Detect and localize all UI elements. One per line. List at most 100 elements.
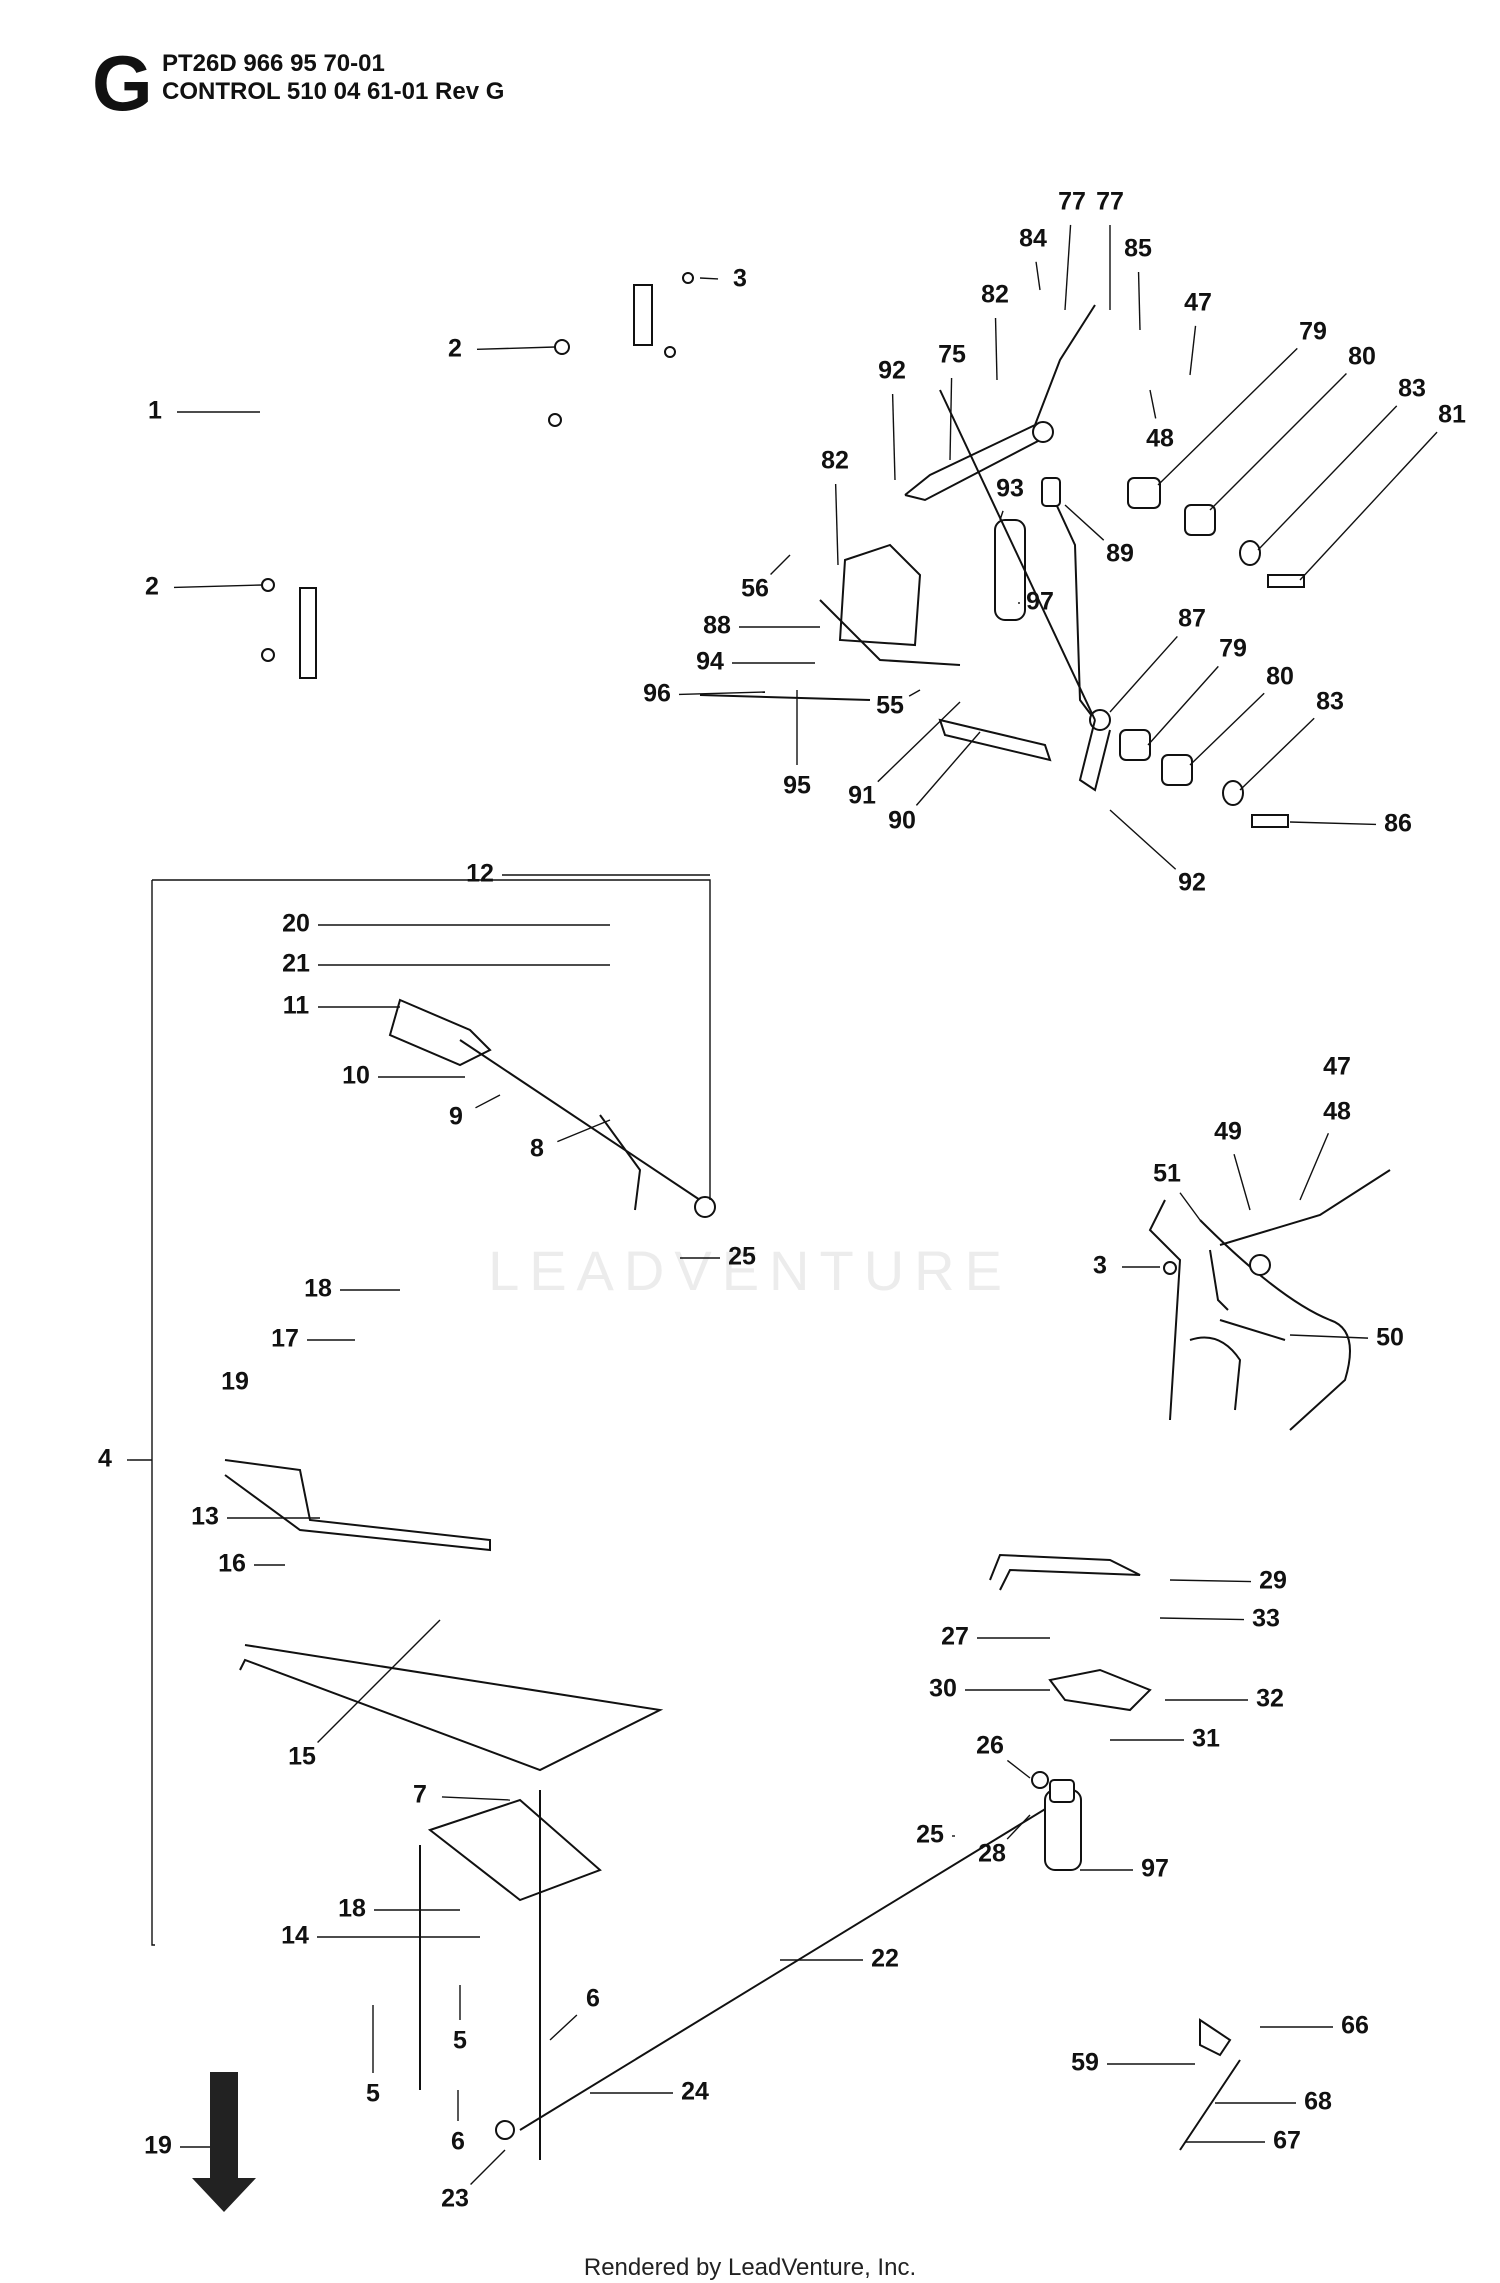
callout-91: 91 [848, 782, 876, 810]
callout-3: 3 [733, 265, 747, 293]
callout-47: 47 [1323, 1053, 1351, 1081]
group-bracket [130, 879, 711, 1946]
handlebar-part [261, 187, 694, 679]
callout-93: 93 [996, 475, 1024, 503]
callout-5: 5 [453, 2027, 467, 2055]
leader-line [1179, 1192, 1201, 1221]
callout-19: 19 [221, 1368, 249, 1396]
callout-24: 24 [681, 2078, 709, 2106]
leader-line [1157, 347, 1298, 486]
callout-79: 79 [1219, 635, 1247, 663]
callout-19: 19 [144, 2132, 172, 2160]
leader-line [1149, 389, 1157, 419]
callout-27: 27 [941, 1623, 969, 1651]
callout-48: 48 [1323, 1098, 1351, 1126]
leader-line [1209, 373, 1347, 511]
leader-line [908, 689, 921, 697]
callout-20: 20 [282, 910, 310, 938]
leader-line [173, 584, 263, 589]
leader-line [994, 317, 998, 381]
callout-1: 1 [148, 397, 162, 425]
callout-89: 89 [1106, 540, 1134, 568]
callout-6: 6 [451, 2128, 465, 2156]
callout-86: 86 [1384, 810, 1412, 838]
callout-9: 9 [449, 1103, 463, 1131]
upper-lever-assembly [699, 304, 1305, 828]
callout-50: 50 [1376, 1324, 1404, 1352]
leader-line [1006, 1759, 1031, 1779]
callout-82: 82 [981, 281, 1009, 309]
leader-line [1064, 504, 1105, 541]
callout-25: 25 [728, 1243, 756, 1271]
callout-5: 5 [366, 2080, 380, 2108]
callout-17: 17 [271, 1325, 299, 1353]
leader-line [470, 2149, 506, 2185]
leader-line [699, 277, 719, 280]
leader-line [891, 393, 896, 481]
leader-line [557, 1119, 611, 1143]
callout-83: 83 [1316, 688, 1344, 716]
callout-84: 84 [1019, 225, 1047, 253]
callout-26: 26 [976, 1732, 1004, 1760]
leader-line [1006, 1814, 1031, 1840]
callout-92: 92 [1178, 869, 1206, 897]
callout-13: 13 [191, 1503, 219, 1531]
callout-16: 16 [218, 1550, 246, 1578]
callout-23: 23 [441, 2185, 469, 2213]
lower-control-assembly [224, 998, 1241, 2160]
callout-29: 29 [1259, 1567, 1287, 1595]
callout-11: 11 [283, 992, 310, 1020]
callout-66: 66 [1341, 2012, 1369, 2040]
leader-line [999, 510, 1004, 521]
callout-96: 96 [643, 680, 671, 708]
callout-21: 21 [282, 950, 310, 978]
leader-line [949, 377, 953, 461]
callout-25: 25 [916, 1821, 944, 1849]
callout-2: 2 [145, 573, 159, 601]
leader-line [1299, 431, 1438, 581]
callout-94: 94 [696, 648, 724, 676]
callout-56: 56 [741, 575, 769, 603]
callout-77: 77 [1058, 188, 1086, 216]
callout-10: 10 [342, 1062, 370, 1090]
callout-4: 4 [98, 1445, 112, 1473]
callout-95: 95 [783, 772, 811, 800]
assembly-title: CONTROL 510 04 61-01 Rev G [162, 78, 505, 105]
callout-92: 92 [878, 357, 906, 385]
leader-line [1147, 665, 1219, 746]
callout-80: 80 [1348, 343, 1376, 371]
callout-6: 6 [586, 1985, 600, 2013]
leader-line [1137, 271, 1141, 331]
callout-32: 32 [1256, 1685, 1284, 1713]
leader-line [1064, 224, 1072, 311]
leader-line [1289, 821, 1377, 826]
callout-88: 88 [703, 612, 731, 640]
leader-line [915, 731, 981, 806]
callout-14: 14 [281, 1922, 309, 1950]
callout-51: 51 [1153, 1160, 1181, 1188]
callout-12: 12 [466, 860, 494, 888]
callout-85: 85 [1124, 235, 1152, 263]
callout-75: 75 [938, 341, 966, 369]
leader-line [1299, 1132, 1330, 1201]
footer-credit: Rendered by LeadVenture, Inc. [583, 2254, 917, 2281]
callout-8: 8 [530, 1135, 544, 1163]
leader-line [1035, 261, 1041, 291]
callout-97: 97 [1026, 588, 1054, 616]
leader-line [1257, 405, 1398, 551]
callout-77: 77 [1096, 188, 1124, 216]
leader-line [1109, 635, 1178, 713]
callout-28: 28 [978, 1840, 1006, 1868]
leader-line [1239, 717, 1315, 791]
leader-line [317, 1619, 441, 1743]
section-letter: G [92, 39, 153, 127]
callout-67: 67 [1273, 2127, 1301, 2155]
callout-90: 90 [888, 807, 916, 835]
leader-line [1159, 1617, 1245, 1621]
callout-97: 97 [1141, 1855, 1169, 1883]
leader-line [1109, 809, 1177, 870]
callout-18: 18 [304, 1275, 332, 1303]
callout-22: 22 [871, 1945, 899, 1973]
